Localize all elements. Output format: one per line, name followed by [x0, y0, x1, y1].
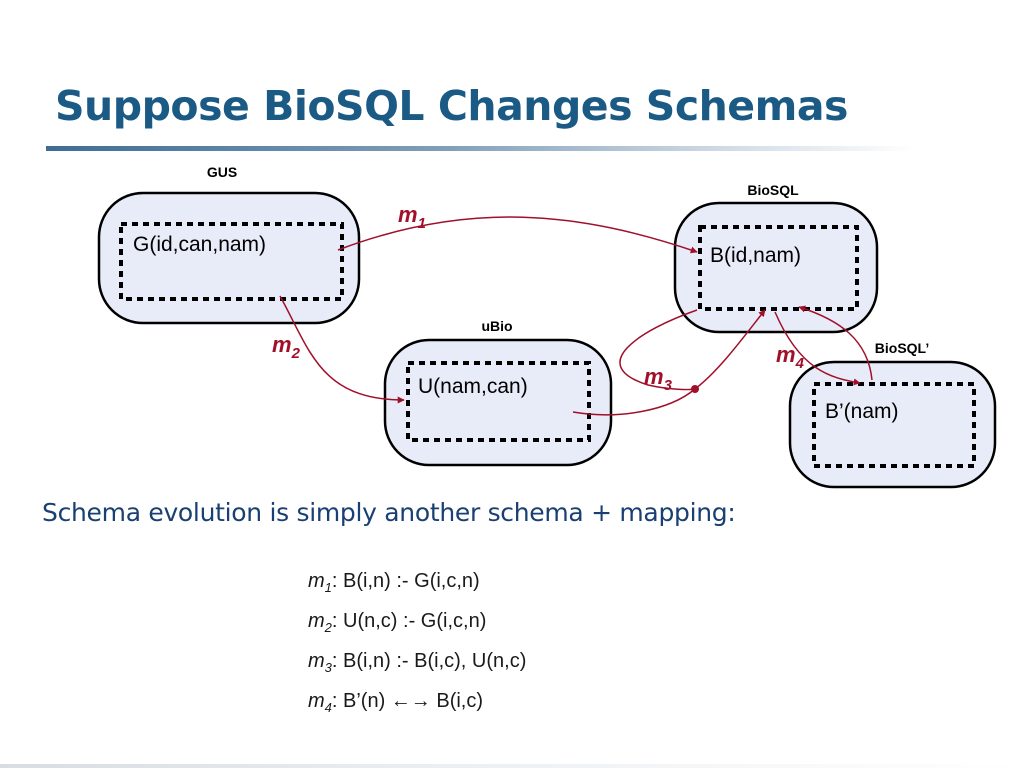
- schema-node-biosql-prime[interactable]: BioSQL’ B’(nam): [788, 340, 997, 489]
- relation-box-b: [698, 225, 859, 311]
- mapping-arrow-m1[interactable]: [337, 216, 698, 254]
- relation-box-g: [119, 222, 344, 301]
- mapping-label-m2: m2: [272, 332, 301, 362]
- schema-container-biosql: [673, 201, 879, 334]
- mapping-rule-m1: m1: B(i,n) :- G(i,c,n): [308, 570, 526, 610]
- relation-label-u: U(nam,can): [418, 375, 528, 398]
- mapping-arrow-m4-forward[interactable]: [774, 311, 861, 386]
- relation-box-u: [406, 361, 591, 442]
- schema-mapping-diagram: GUS G(id,can,nam) BioSQL B(id,nam) uBio …: [97, 164, 997, 489]
- mapping-join-point-m3: [691, 385, 699, 393]
- mapping-label-m4: m4: [776, 342, 805, 372]
- rule-name: m3: [308, 650, 332, 675]
- mapping-rules-list: m1: B(i,n) :- G(i,c,n) m2: U(n,c) :- G(i…: [308, 570, 526, 730]
- schema-container-gus: [97, 191, 361, 325]
- schema-container-ubio: [383, 338, 613, 467]
- rule-name: m4: [308, 690, 332, 715]
- schema-container-biosql-prime: [788, 360, 997, 489]
- rule-body: : U(n,c) :- G(i,c,n): [331, 610, 487, 632]
- mapping-rule-m3: m3: B(i,n) :- B(i,c), U(n,c): [308, 650, 526, 690]
- mapping-arrow-m2[interactable]: [279, 295, 405, 404]
- mapping-rule-m4: m4: B’(n) ←→ B(i,c): [308, 690, 526, 730]
- mapping-label-m1: m1: [398, 202, 426, 232]
- mapping-label-m3: m3: [644, 364, 673, 394]
- mapping-arrow-m3-source-u[interactable]: [572, 388, 696, 416]
- schema-label-biosql: BioSQL: [747, 182, 799, 198]
- relation-label-g: G(id,can,nam): [133, 233, 266, 256]
- relation-label-b: B(id,nam): [710, 244, 801, 267]
- schema-evolution-subtitle: Schema evolution is simply another schem…: [42, 498, 736, 527]
- rule-name: m1: [308, 570, 332, 595]
- schema-node-ubio[interactable]: uBio U(nam,can): [383, 318, 613, 467]
- rule-name: m2: [308, 610, 332, 635]
- relation-label-b-prime: B’(nam): [825, 400, 899, 423]
- footer-rule: [0, 764, 1024, 768]
- title-underline: [46, 146, 916, 151]
- relation-box-b-prime: [812, 382, 976, 468]
- schema-node-gus[interactable]: GUS G(id,can,nam): [97, 164, 361, 325]
- mapping-rule-m2: m2: U(n,c) :- G(i,c,n): [308, 610, 526, 650]
- schema-node-biosql[interactable]: BioSQL B(id,nam): [673, 182, 879, 334]
- schema-label-ubio: uBio: [481, 318, 512, 334]
- rule-body: : B’(n) ←→ B(i,c): [331, 690, 484, 712]
- schema-label-gus: GUS: [207, 164, 237, 180]
- rule-body: : B(i,n) :- B(i,c), U(n,c): [331, 650, 527, 672]
- slide-title: Suppose BioSQL Changes Schemas: [55, 82, 848, 130]
- mapping-arrow-m3-target[interactable]: [694, 309, 766, 390]
- mapping-arrow-m3-source-b[interactable]: [619, 309, 698, 391]
- schema-label-biosql-prime: BioSQL’: [875, 340, 929, 356]
- rule-body: : B(i,n) :- G(i,c,n): [331, 570, 480, 592]
- mapping-arrow-m4-backward[interactable]: [798, 305, 873, 381]
